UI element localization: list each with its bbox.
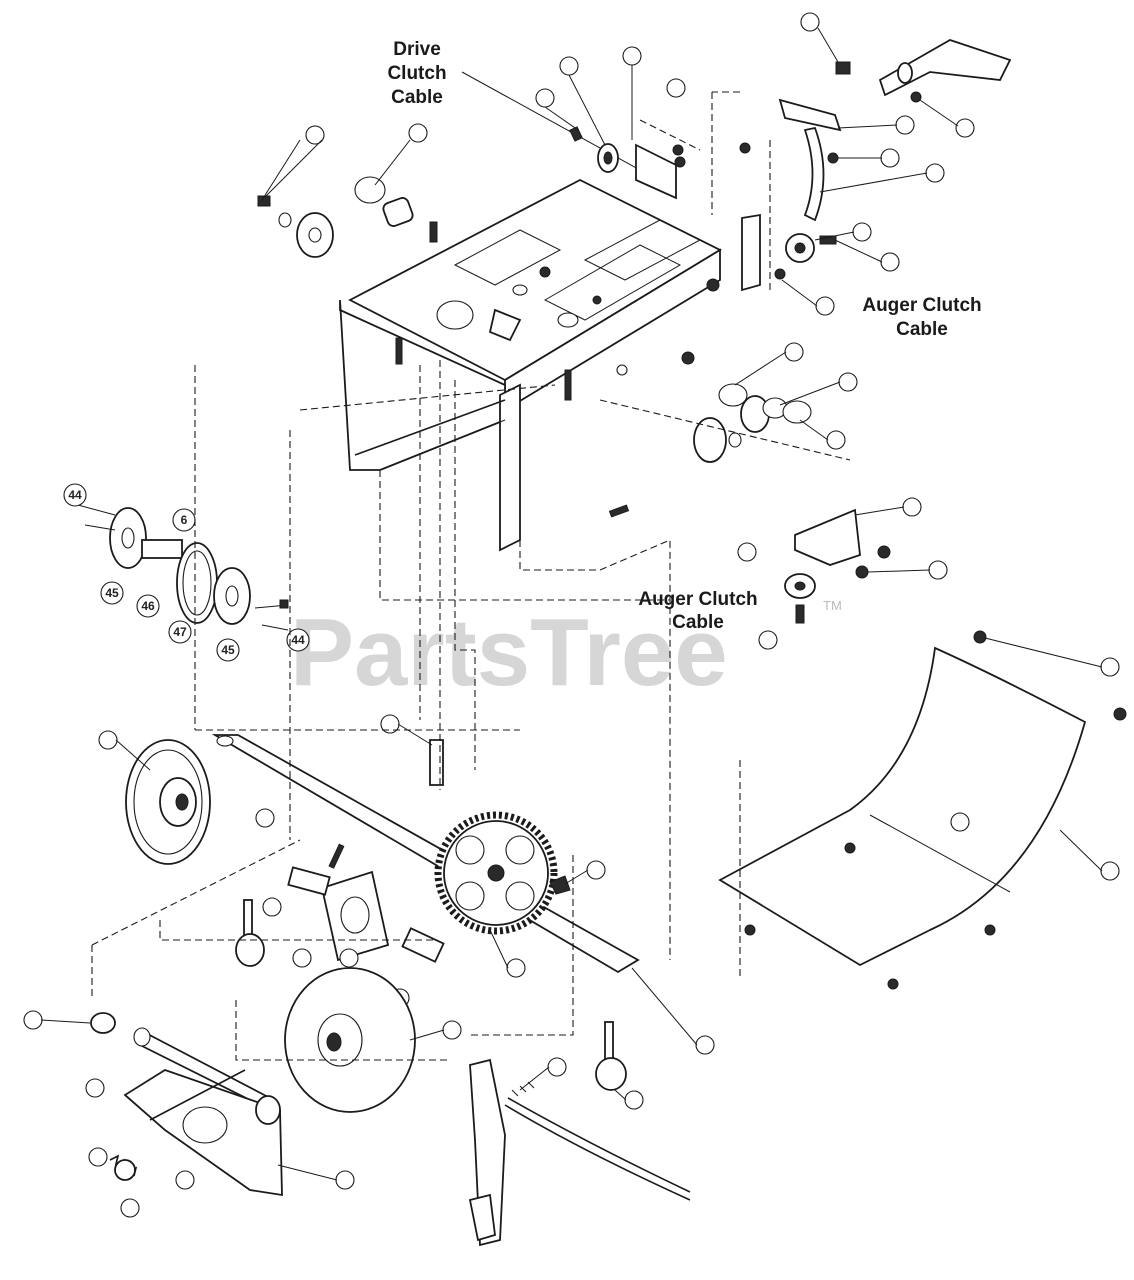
drive-clutch-cable-line3: Cable [391, 87, 443, 108]
auger-clutch-cable-right-line2: Cable [896, 319, 948, 340]
drive-clutch-link [468, 1057, 691, 1247]
idler-pulley-top-left [257, 125, 334, 258]
auger-clutch-cable-center-line2: Cable [672, 612, 724, 633]
part-number-6: 6 [181, 513, 188, 527]
leader-lines [40, 27, 1103, 1181]
shift-arm-lower-left [23, 1010, 355, 1218]
drive-clutch-cable-callout: Drive Clutch Cable [387, 39, 641, 171]
frame-bolts [395, 221, 720, 518]
bushing-top-left [354, 123, 428, 227]
idler-pulley-stack-center [693, 342, 858, 463]
hex-shaft-and-gear [211, 714, 715, 1055]
drive-clutch-cable-line1: Drive [393, 39, 441, 60]
part-number-47: 47 [173, 625, 187, 639]
shift-lever-top-right [778, 12, 1012, 222]
watermark-trademark: TM [823, 598, 842, 613]
top-center-pulley [535, 46, 686, 200]
part-number-45-bottom: 45 [221, 643, 235, 657]
hitch-pins [235, 899, 644, 1110]
drive-pulley [98, 730, 211, 865]
auger-clutch-bracket-mid [737, 497, 948, 650]
watermark-brand: PartsTree [290, 599, 728, 706]
part-number-44-bottom: 44 [291, 633, 305, 647]
frame-cover [718, 630, 1127, 990]
part-number-46: 46 [141, 599, 155, 613]
friction-disc [284, 967, 462, 1113]
part-number-45-left: 45 [105, 586, 119, 600]
bearing-flange [255, 808, 445, 1008]
auger-clutch-cable-callout-right: Auger Clutch Cable [862, 295, 981, 340]
friction-wheel-assembly [77, 504, 289, 631]
friction-wheel-callouts: 44 6 45 46 47 45 44 [63, 483, 310, 662]
auger-clutch-cable-right-line1: Auger Clutch [862, 295, 981, 316]
drive-clutch-cable-line2: Clutch [387, 63, 446, 84]
part-number-44-top: 44 [68, 488, 82, 502]
frame-assembly [339, 178, 722, 552]
auger-clutch-cable-center-line1: Auger Clutch [638, 589, 757, 610]
auger-clutch-cable-callout-center: Auger Clutch Cable [638, 589, 757, 633]
assembly-guide-lines [91, 91, 851, 1061]
